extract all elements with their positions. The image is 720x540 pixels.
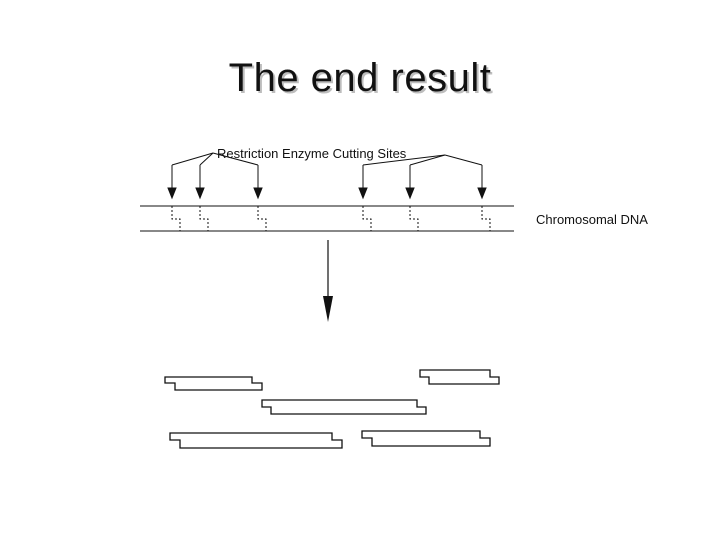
dna-fragment [261, 399, 427, 415]
chromosomal-dna [140, 205, 514, 232]
cut-mark [257, 206, 267, 231]
cutting-site-arrow [195, 165, 205, 200]
dna-fragment [164, 376, 263, 391]
dna-fragment [419, 369, 500, 385]
cutting-site-arrow [167, 165, 177, 200]
cut-mark [481, 206, 491, 231]
cut-mark [199, 206, 209, 231]
dna-fragment [169, 432, 343, 449]
chromosomal-dna-label: Chromosomal DNA [536, 212, 648, 227]
dna-fragments [164, 369, 500, 449]
cut-mark [171, 206, 181, 231]
dna-fragment [361, 430, 491, 447]
cutting-site-arrows [167, 165, 487, 200]
cutting-site-arrow [405, 165, 415, 200]
cutting-site-arrow [477, 165, 487, 200]
slide-title: The end result [228, 56, 492, 100]
cut-mark [409, 206, 419, 231]
cut-mark [362, 206, 372, 231]
cutting-site-leader-lines [171, 152, 483, 166]
digest-arrow [323, 240, 333, 322]
cutting-site-arrow [253, 165, 263, 200]
cutting-sites-label: Restriction Enzyme Cutting Sites [217, 146, 407, 161]
cutting-site-arrow [358, 165, 368, 200]
